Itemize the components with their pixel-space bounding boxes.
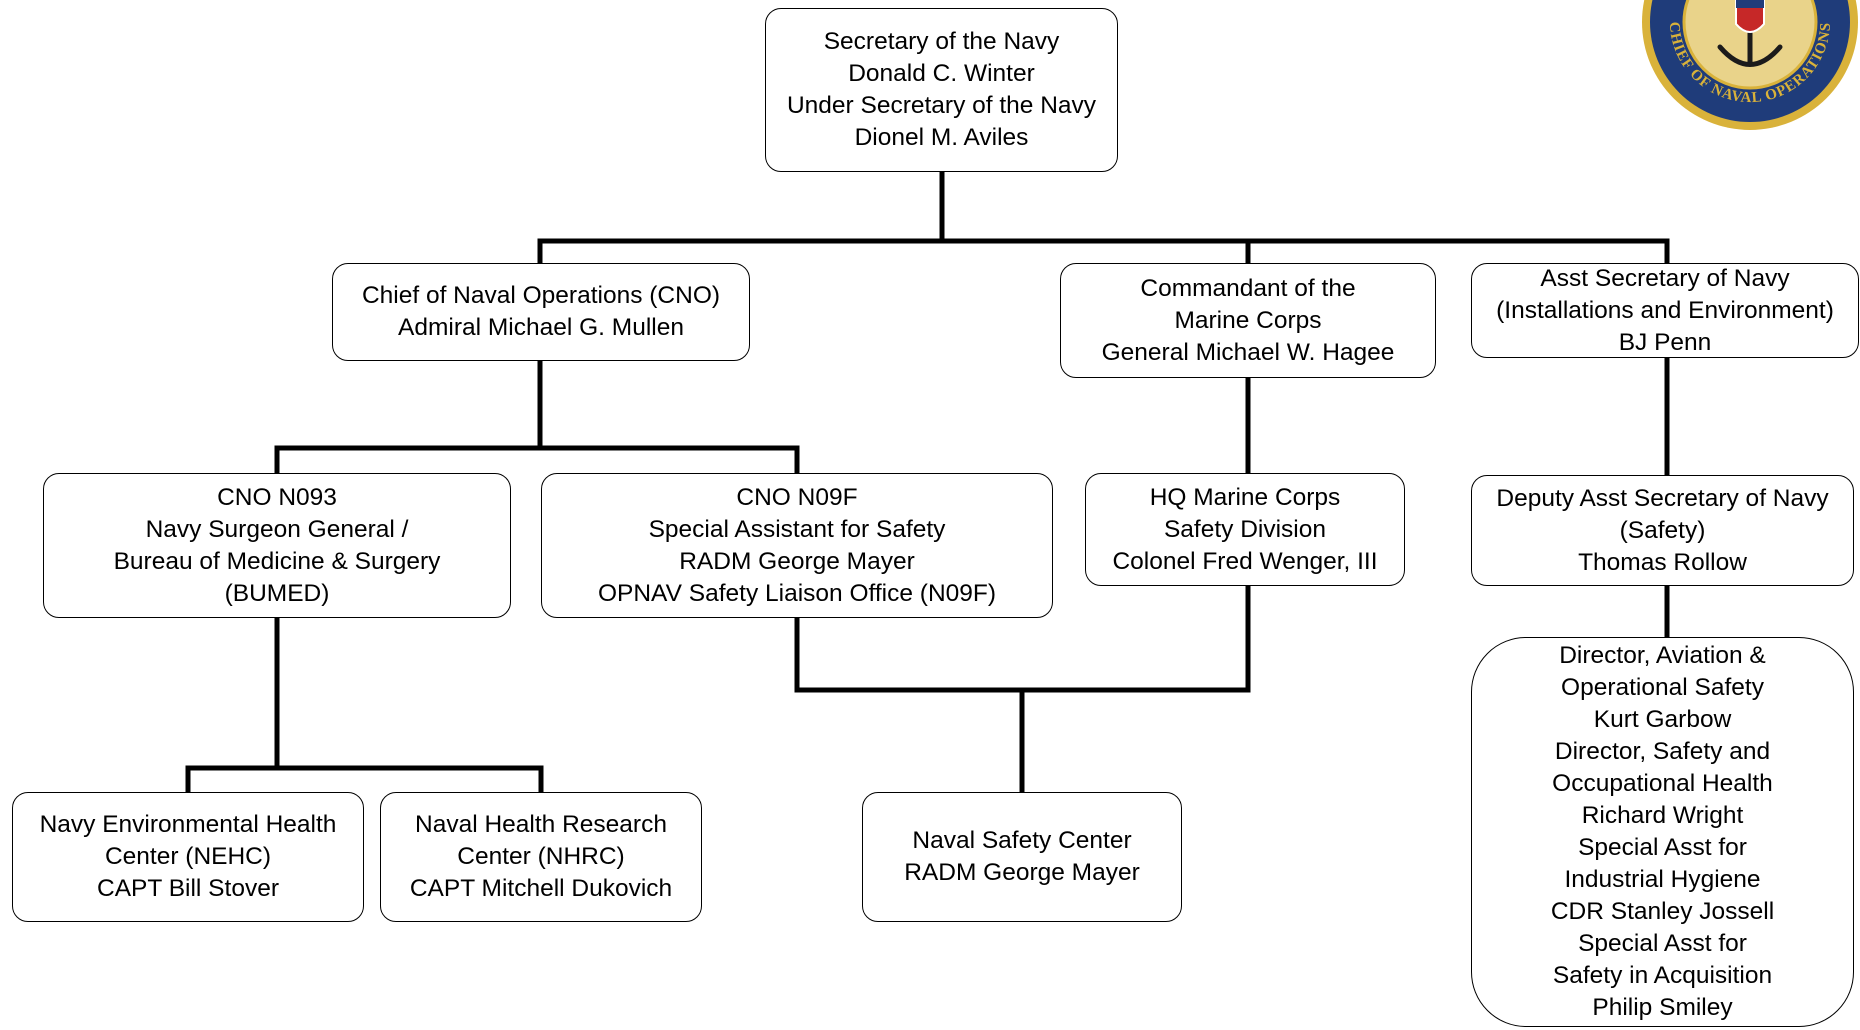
n09f-line-3: RADM George Mayer [679,547,915,575]
nehc-line-1: Navy Environmental Health [39,811,337,838]
nsc-box: Naval Safety Center RADM George Mayer [862,792,1182,922]
secnav-line-4: Dionel M. Aviles [854,124,1029,151]
directors-line-1: Director, Aviation & [1559,642,1766,669]
directors-line-8: Industrial Hygiene [1564,866,1761,893]
cmc-line-2: Marine Corps [1174,306,1322,334]
dasn-line-2: (Safety) [1619,516,1706,544]
directors-line-4: Director, Safety and [1554,738,1771,765]
nhrc-line-2: Center (NHRC) [457,843,625,870]
cno-box: Chief of Naval Operations (CNO) Admiral … [332,263,750,361]
cmc-line-1: Commandant of the [1140,274,1356,302]
asn-line-3: BJ Penn [1618,328,1712,356]
directors-box: Director, Aviation & Operational Safety … [1471,637,1854,1027]
hqmc-line-3: Colonel Fred Wenger, III [1112,547,1378,575]
directors-line-3: Kurt Garbow [1593,706,1732,733]
nsc-line-1: Naval Safety Center [912,827,1132,854]
secnav-line-1: Secretary of the Navy [823,28,1060,55]
n09f-line-1: CNO N09F [736,483,858,511]
n09f-box: CNO N09F Special Assistant for Safety RA… [541,473,1053,618]
nhrc-line-3: CAPT Mitchell Dukovich [409,875,673,902]
n09f-line-4: OPNAV Safety Liaison Office (N09F) [597,579,997,607]
nehc-box: Navy Environmental Health Center (NEHC) … [12,792,364,922]
secnav-line-3: Under Secretary of the Navy [786,92,1097,119]
cno-seal-icon: CHIEF OF NAVAL OPERATIONS [1642,0,1858,130]
dasn-box: Deputy Asst Secretary of Navy (Safety) T… [1471,475,1854,586]
asn-line-2: (Installations and Environment) [1496,296,1834,324]
hqmc-line-2: Safety Division [1163,515,1327,543]
nhrc-box: Naval Health Research Center (NHRC) CAPT… [380,792,702,922]
n093-line-2: Navy Surgeon General / [145,515,409,543]
n093-line-1: CNO N093 [217,483,337,511]
nehc-line-2: Center (NEHC) [104,843,272,870]
hqmc-line-1: HQ Marine Corps [1149,483,1341,511]
secnav-line-2: Donald C. Winter [848,60,1035,87]
dasn-line-1: Deputy Asst Secretary of Navy [1496,484,1829,512]
dasn-line-3: Thomas Rollow [1578,548,1747,576]
directors-line-6: Richard Wright [1581,802,1744,829]
directors-line-12: Philip Smiley [1592,994,1733,1021]
cmc-line-3: General Michael W. Hagee [1101,338,1395,366]
cmc-box: Commandant of the Marine Corps General M… [1060,263,1436,378]
directors-line-5: Occupational Health [1552,770,1773,797]
secnav-box: Secretary of the Navy Donald C. Winter U… [765,8,1118,172]
cno-line-2: Admiral Michael G. Mullen [398,314,684,341]
directors-line-9: CDR Stanley Jossell [1550,898,1775,925]
directors-line-10: Special Asst for [1578,930,1747,957]
cno-line-1: Chief of Naval Operations (CNO) [361,282,721,309]
directors-line-7: Special Asst for [1578,834,1747,861]
nhrc-line-1: Naval Health Research [415,811,667,838]
nehc-line-3: CAPT Bill Stover [97,875,279,902]
directors-line-11: Safety in Acquisition [1552,962,1773,989]
n093-box: CNO N093 Navy Surgeon General / Bureau o… [43,473,511,618]
hqmc-box: HQ Marine Corps Safety Division Colonel … [1085,473,1405,586]
asn-line-1: Asst Secretary of Navy [1540,264,1790,292]
n093-line-4: (BUMED) [224,579,330,607]
n093-line-3: Bureau of Medicine & Surgery [113,547,441,575]
directors-line-2: Operational Safety [1561,674,1764,701]
n09f-line-2: Special Assistant for Safety [648,515,946,543]
nsc-line-2: RADM George Mayer [904,859,1140,886]
asn-box: Asst Secretary of Navy (Installations an… [1471,263,1859,358]
